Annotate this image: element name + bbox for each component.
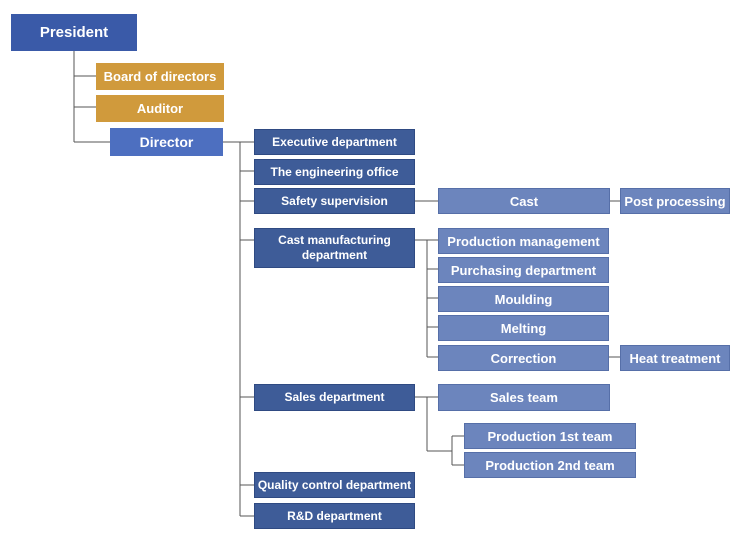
cast-manufacturing-department-box: Cast manufacturing department [254,228,415,268]
production-1st-team-box: Production 1st team [464,423,636,449]
auditor-box: Auditor [96,95,224,122]
heat-treatment-box: Heat treatment [620,345,730,371]
correction-box: Correction [438,345,609,371]
melting-box: Melting [438,315,609,341]
rnd-department-box: R&D department [254,503,415,529]
cast-box: Cast [438,188,610,214]
board-of-directors-box: Board of directors [96,63,224,90]
production-2nd-team-box: Production 2nd team [464,452,636,478]
engineering-office-box: The engineering office [254,159,415,185]
post-processing-box: Post processing [620,188,730,214]
sales-team-box: Sales team [438,384,610,411]
sales-department-box: Sales department [254,384,415,411]
president-box: President [11,14,137,51]
director-box: Director [110,128,223,156]
safety-supervision-box: Safety supervision [254,188,415,214]
production-management-box: Production management [438,228,609,254]
purchasing-department-box: Purchasing department [438,257,609,283]
executive-department-box: Executive department [254,129,415,155]
quality-control-department-box: Quality control department [254,472,415,498]
moulding-box: Moulding [438,286,609,312]
